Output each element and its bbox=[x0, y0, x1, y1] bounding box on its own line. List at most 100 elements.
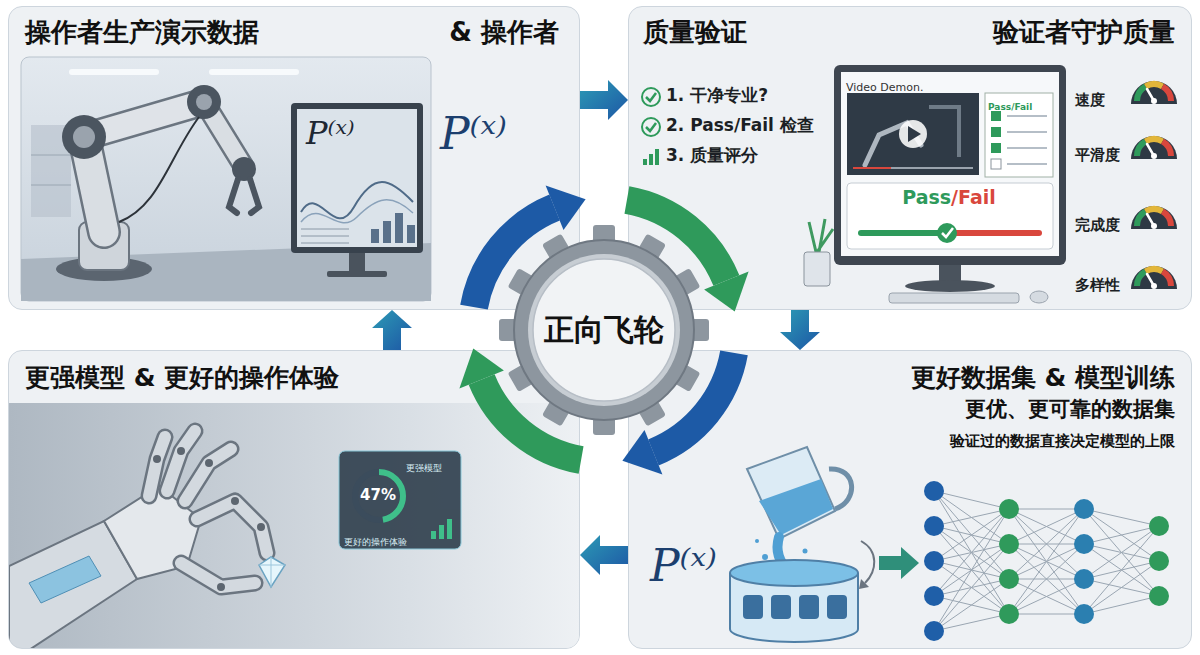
robot-hand bbox=[149, 431, 267, 587]
label-slot: 平滑度 bbox=[1075, 145, 1120, 164]
robot-hand bbox=[257, 523, 265, 531]
robot-arm-scene bbox=[383, 221, 391, 243]
scene-backdrop bbox=[9, 403, 580, 649]
monitor bbox=[1007, 147, 1047, 149]
monitor bbox=[991, 127, 1001, 137]
monitor bbox=[991, 159, 1001, 169]
monitor bbox=[899, 120, 927, 148]
monitor bbox=[841, 72, 1059, 256]
flow-arrow bbox=[372, 310, 412, 350]
robot-hand bbox=[259, 557, 285, 587]
database-cylinder bbox=[730, 560, 858, 586]
ring-arrows bbox=[704, 272, 749, 312]
database-cylinder bbox=[799, 595, 819, 619]
neural-network bbox=[1074, 569, 1094, 589]
monitor bbox=[937, 223, 957, 243]
robot-arm-scene bbox=[301, 182, 413, 218]
checklist-icons bbox=[642, 118, 660, 136]
robot-arm-scene bbox=[301, 236, 349, 237]
robot-arm-scene bbox=[73, 126, 95, 148]
text-slot: 更优、更可靠的数据集 bbox=[965, 397, 1175, 422]
robot-arm-scene bbox=[209, 69, 299, 75]
robot-hand bbox=[197, 501, 267, 553]
neural-network bbox=[924, 586, 944, 606]
text-slot: 正向飞轮 bbox=[439, 312, 769, 348]
flywheel-hub: 正向飞轮 bbox=[439, 165, 769, 495]
robot-hand bbox=[29, 556, 101, 603]
monitor bbox=[1007, 131, 1047, 133]
robot-hand bbox=[217, 583, 225, 591]
database-cylinder bbox=[743, 595, 763, 619]
water-jug bbox=[829, 469, 852, 509]
node-heading: 正向飞轮 bbox=[544, 312, 664, 348]
neural-network bbox=[924, 481, 944, 501]
text-slot: 更好数据集 & 模型训练 bbox=[911, 363, 1175, 393]
label-slot: 速度 bbox=[1075, 90, 1105, 109]
text-slot: 验证者守护质量 bbox=[993, 17, 1175, 48]
ring-arrows bbox=[459, 348, 504, 388]
monitor bbox=[847, 183, 1053, 249]
neural-network bbox=[1149, 586, 1169, 606]
label-text: 3. 质量评分 bbox=[666, 145, 758, 165]
node-heading: 更强模型 & 更好的操作体验 bbox=[25, 363, 339, 393]
node-heading: 质量验证 bbox=[643, 17, 747, 48]
robot-arm-scene bbox=[187, 85, 221, 119]
label-text: P⁽ˣ⁾ bbox=[440, 108, 507, 161]
database-cylinder bbox=[730, 541, 874, 642]
monitor bbox=[861, 230, 947, 236]
monitor bbox=[908, 126, 921, 142]
label-slot: P⁽ˣ⁾ bbox=[440, 108, 507, 161]
label-slot: 2. Pass/Fail 检查 bbox=[666, 115, 814, 135]
checklist-icons bbox=[646, 123, 656, 131]
gear-body bbox=[514, 240, 694, 420]
gauges bbox=[1131, 266, 1177, 289]
robot-hand bbox=[181, 563, 255, 587]
robot-hand bbox=[177, 447, 185, 455]
label-slot: Video Demon. bbox=[846, 76, 923, 95]
node-heading: 更好数据集 & 模型训练 bbox=[911, 363, 1175, 393]
label-slot: 多样性 bbox=[1075, 275, 1120, 294]
train-arrow bbox=[879, 547, 919, 579]
monitor bbox=[985, 93, 1053, 177]
neural-network bbox=[999, 604, 1019, 624]
label-text: P⁽ˣ⁾ bbox=[306, 114, 355, 152]
neural-network bbox=[1149, 516, 1169, 536]
robot-arm-scene bbox=[62, 115, 106, 159]
water-jug bbox=[755, 539, 759, 543]
database-cylinder bbox=[859, 579, 869, 589]
robot-arm-scene bbox=[395, 213, 403, 243]
flow-arrow bbox=[580, 80, 628, 120]
neural-network bbox=[1074, 534, 1094, 554]
ring-arrows bbox=[622, 430, 662, 475]
node-text: 更优、更可靠的数据集 bbox=[965, 397, 1175, 422]
label-slot: P⁽ˣ⁾ bbox=[650, 540, 717, 593]
monitor bbox=[947, 230, 1039, 236]
robot-hand bbox=[185, 449, 231, 501]
node-text: & 操作者 bbox=[449, 17, 559, 48]
robot-hand bbox=[9, 431, 285, 649]
status-screen bbox=[355, 472, 403, 520]
flow-arrow bbox=[780, 310, 820, 350]
label-text: P⁽ˣ⁾ bbox=[650, 540, 717, 593]
water-jug bbox=[759, 479, 833, 535]
text-slot: 操作者生产演示数据 bbox=[25, 17, 259, 48]
desk-cup bbox=[804, 252, 830, 286]
text-slot: 更强模型 & 更好的操作体验 bbox=[25, 363, 339, 393]
status-screen bbox=[355, 472, 403, 520]
neural-network bbox=[924, 621, 944, 641]
monitor bbox=[834, 65, 1066, 303]
text-slot: 质量验证 bbox=[643, 17, 747, 48]
robot-arm-scene bbox=[250, 179, 259, 213]
status-screen bbox=[439, 525, 444, 539]
monitor bbox=[905, 280, 995, 292]
gear-body bbox=[533, 259, 675, 401]
monitor bbox=[942, 228, 953, 237]
status-screen bbox=[447, 519, 452, 539]
ring-arrows bbox=[459, 185, 748, 474]
checklist-icons bbox=[643, 159, 647, 165]
database-cylinder bbox=[827, 595, 847, 619]
desk-cup bbox=[809, 219, 833, 252]
robot-arm-scene bbox=[407, 225, 415, 243]
